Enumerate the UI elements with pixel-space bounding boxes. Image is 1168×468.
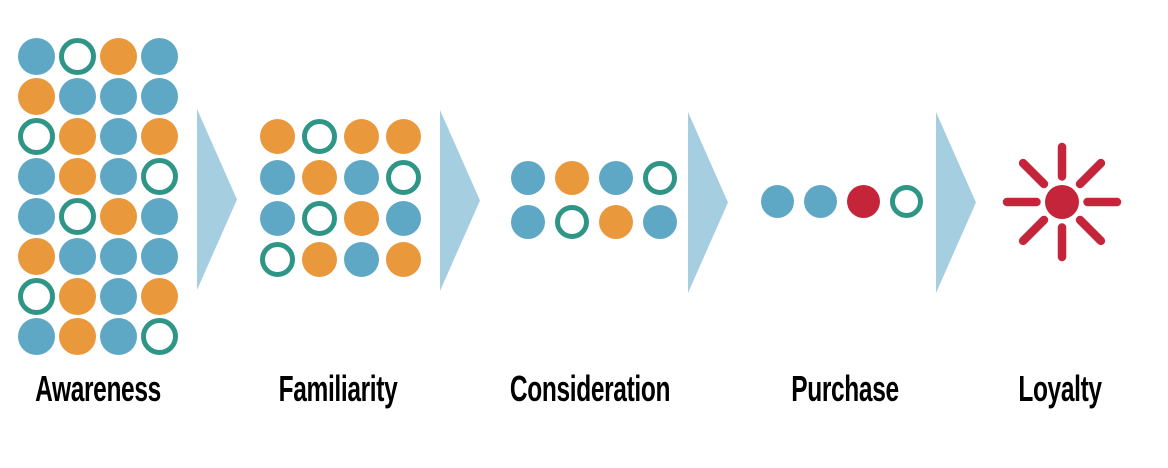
orange-customer-dot [386, 242, 421, 277]
empty-customer-dot [643, 161, 677, 195]
empty-customer-dot [59, 38, 96, 75]
orange-customer-dot [18, 238, 55, 275]
blue-customer-dot [18, 158, 55, 195]
stage-arrow-icon [936, 112, 976, 293]
blue-customer-dot [643, 205, 677, 239]
blue-customer-dot [511, 161, 545, 195]
blue-customer-dot [59, 78, 96, 115]
orange-customer-dot [141, 118, 178, 155]
blue-customer-dot [100, 158, 137, 195]
blue-customer-dot [100, 238, 137, 275]
blue-customer-dot [344, 242, 379, 277]
orange-customer-dot [386, 119, 421, 154]
blue-customer-dot [18, 38, 55, 75]
orange-customer-dot [59, 118, 96, 155]
red-customer-dot [847, 185, 880, 218]
blue-customer-dot [804, 185, 837, 218]
dot-grid-consideration [511, 161, 677, 239]
stage-label-familiarity: Familiarity [278, 368, 398, 409]
orange-customer-dot [100, 38, 137, 75]
blue-customer-dot [141, 38, 178, 75]
blue-customer-dot [599, 161, 633, 195]
stage-arrow-icon [440, 110, 480, 291]
blue-customer-dot [386, 201, 421, 236]
empty-customer-dot [890, 185, 923, 218]
orange-customer-dot [344, 201, 379, 236]
orange-customer-dot [302, 160, 337, 195]
blue-customer-dot [761, 185, 794, 218]
stage-label-awareness: Awareness [35, 368, 161, 409]
blue-customer-dot [511, 205, 545, 239]
empty-customer-dot [555, 205, 589, 239]
blue-customer-dot [344, 160, 379, 195]
orange-customer-dot [302, 242, 337, 277]
orange-customer-dot [100, 198, 137, 235]
empty-customer-dot [302, 119, 337, 154]
blue-customer-dot [141, 78, 178, 115]
stage-arrow-icon [197, 109, 237, 290]
blue-customer-dot [100, 118, 137, 155]
blue-customer-dot [59, 238, 96, 275]
stage-arrow-icon [688, 112, 728, 293]
blue-customer-dot [141, 198, 178, 235]
blue-customer-dot [260, 201, 295, 236]
orange-customer-dot [344, 119, 379, 154]
blue-customer-dot [100, 278, 137, 315]
orange-customer-dot [18, 78, 55, 115]
orange-customer-dot [599, 205, 633, 239]
blue-customer-dot [100, 78, 137, 115]
blue-customer-dot [18, 318, 55, 355]
orange-customer-dot [260, 119, 295, 154]
empty-customer-dot [59, 198, 96, 235]
empty-customer-dot [302, 201, 337, 236]
dot-grid-purchase [761, 185, 923, 218]
orange-customer-dot [59, 318, 96, 355]
stage-label-loyalty: Loyalty [1018, 368, 1102, 409]
loyalty-burst-icon [1002, 142, 1122, 262]
orange-customer-dot [141, 278, 178, 315]
stage-label-purchase: Purchase [791, 368, 899, 409]
empty-customer-dot [386, 160, 421, 195]
empty-customer-dot [18, 278, 55, 315]
orange-customer-dot [59, 278, 96, 315]
blue-customer-dot [100, 318, 137, 355]
empty-customer-dot [18, 118, 55, 155]
stage-label-consideration: Consideration [509, 368, 671, 409]
orange-customer-dot [59, 158, 96, 195]
blue-customer-dot [141, 238, 178, 275]
orange-customer-dot [555, 161, 589, 195]
empty-customer-dot [141, 158, 178, 195]
empty-customer-dot [141, 318, 178, 355]
blue-customer-dot [260, 160, 295, 195]
dot-grid-awareness [18, 38, 178, 355]
dot-grid-familiarity [260, 119, 421, 277]
blue-customer-dot [18, 198, 55, 235]
empty-customer-dot [260, 242, 295, 277]
